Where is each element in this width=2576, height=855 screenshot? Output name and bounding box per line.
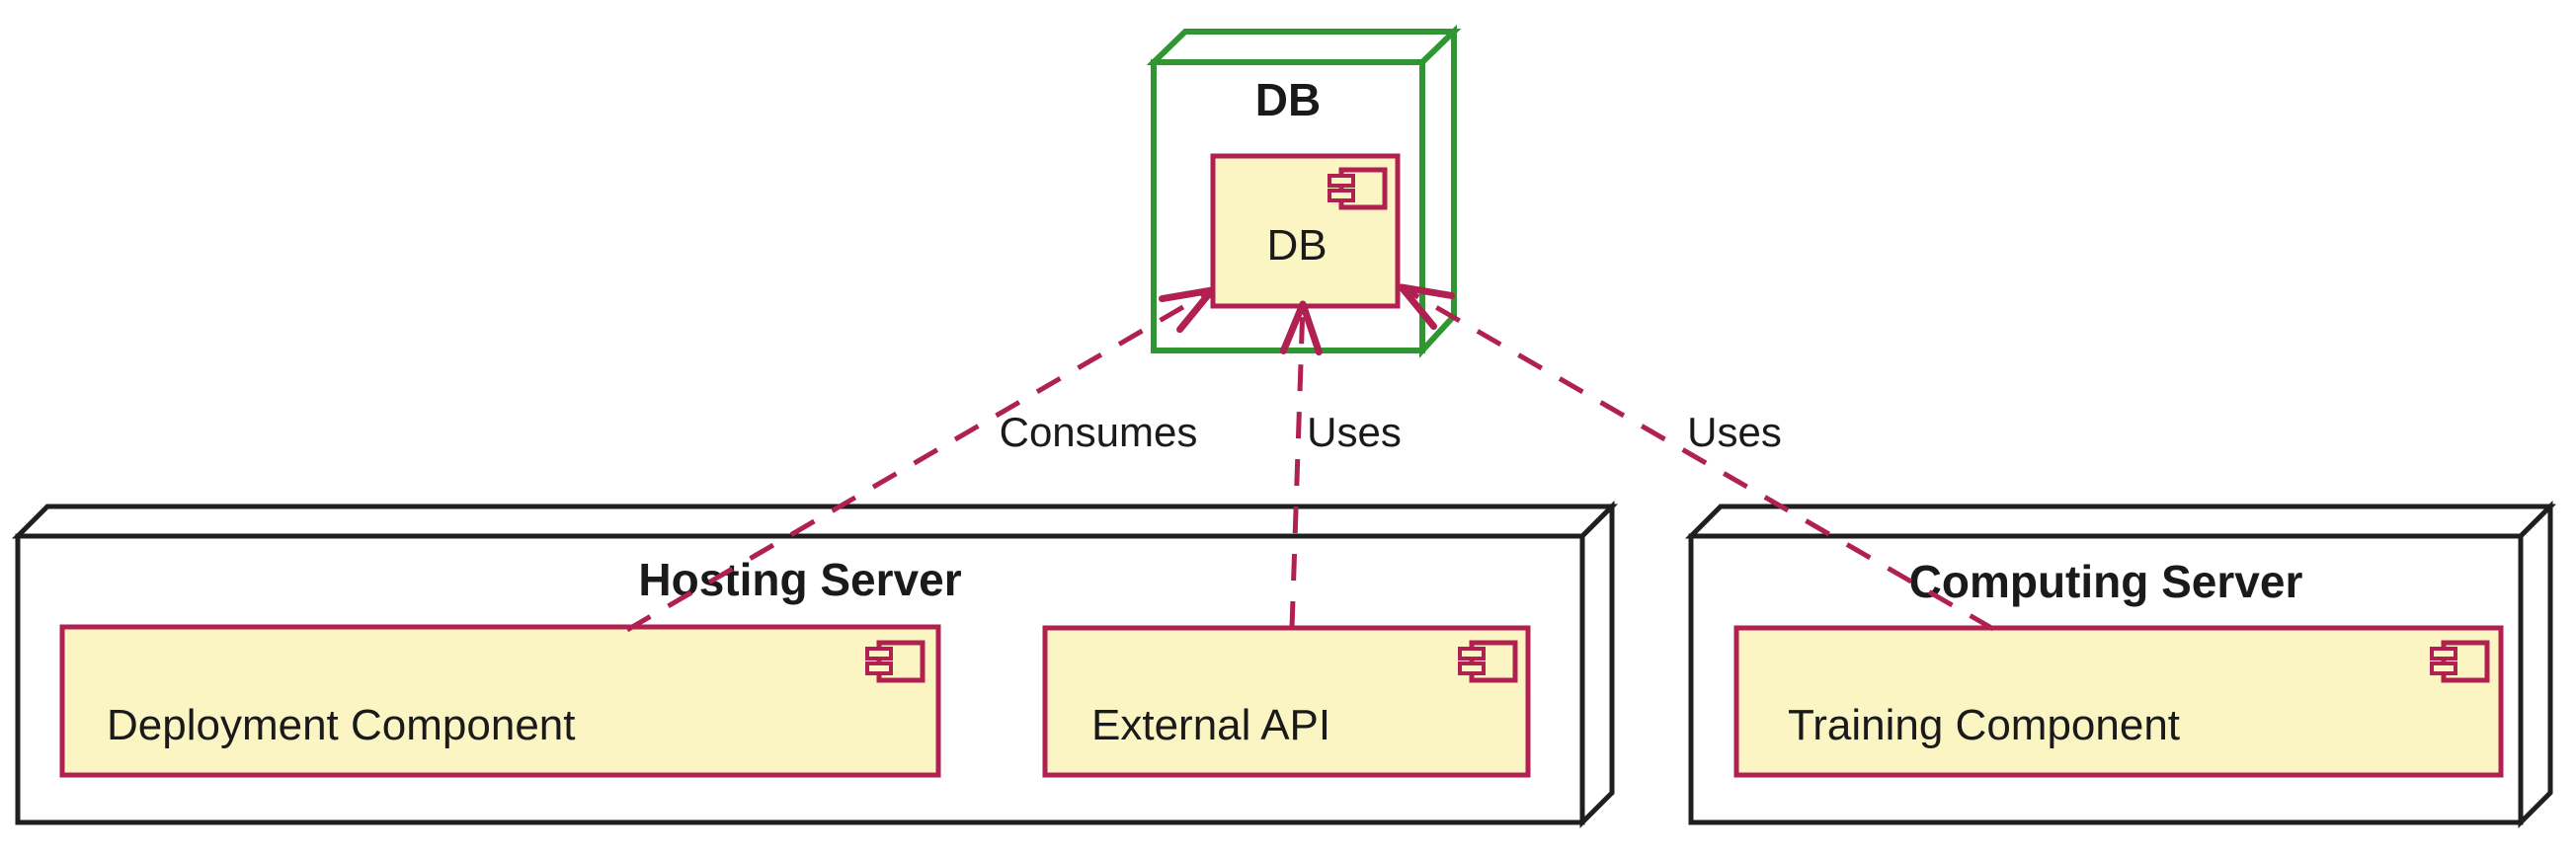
component-icon [2432, 643, 2487, 680]
node-computing-title: Computing Server [1909, 556, 2303, 607]
node-hosting-title: Hosting Server [638, 554, 961, 605]
component-icon [867, 643, 923, 680]
node-hosting-server: Hosting Server Deployment Component Exte… [11, 500, 1619, 829]
component-training-label: Training Component [1788, 701, 2180, 749]
component-external-api: External API [1042, 625, 1531, 778]
component-icon [1460, 643, 1515, 680]
node-db-right-face [1419, 24, 1457, 358]
component-db-label: DB [1266, 221, 1327, 270]
node-hosting-right-face [1579, 500, 1615, 829]
edge-uses-training-line [1398, 283, 1995, 632]
node-computing-right-face [2518, 500, 2553, 829]
component-training-box [1733, 625, 2504, 778]
component-external-api-box [1042, 625, 1531, 778]
component-training: Training Component [1733, 625, 2504, 778]
node-computing-server: Computing Server Training Component [1684, 500, 2557, 829]
edge-uses-external-api-label: Uses [1307, 409, 1402, 455]
edge-uses-external-api: Uses [1279, 300, 1402, 629]
node-db-title: DB [1255, 74, 1321, 125]
component-deployment-label: Deployment Component [107, 701, 575, 749]
edge-consumes-line [625, 286, 1216, 633]
edge-consumes: Consumes [625, 286, 1216, 633]
component-db: DB [1210, 153, 1401, 309]
component-icon [1329, 170, 1385, 207]
component-external-api-label: External API [1091, 701, 1330, 749]
edge-uses-training: Uses [1398, 283, 1995, 632]
node-hosting-top-face [11, 504, 1619, 539]
node-db-top-face [1146, 29, 1462, 65]
edge-uses-external-api-line [1279, 300, 1323, 629]
component-deployment: Deployment Component [59, 624, 941, 778]
component-deployment-box [59, 624, 941, 778]
edge-uses-training-label: Uses [1687, 409, 1782, 455]
node-db: DB DB [1146, 24, 1462, 358]
edge-consumes-label: Consumes [1000, 409, 1198, 455]
